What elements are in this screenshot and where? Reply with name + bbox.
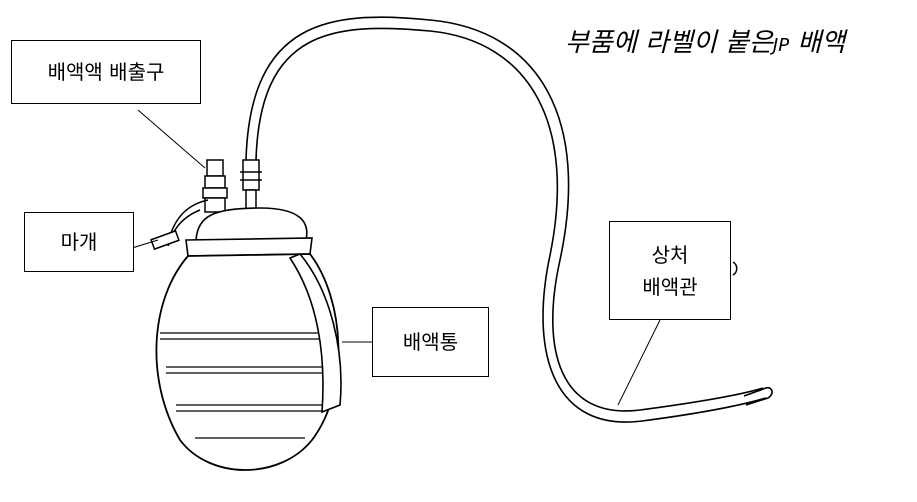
diagram-title: 부품에 라벨이 붙은JP 배액 <box>565 22 845 59</box>
label-wound-drain: 상처 배액관 <box>609 221 731 320</box>
label-reservoir-text: 배액통 <box>402 330 459 354</box>
title-suffix: 배액 <box>797 28 846 58</box>
leader-lines <box>131 109 661 406</box>
side-clip <box>732 261 738 276</box>
label-cap: 마개 <box>24 212 134 272</box>
bulb-strap <box>288 253 342 414</box>
label-wound-drain-line1: 상처 <box>651 242 689 267</box>
catheter-tip <box>743 386 773 406</box>
title-jp: JP <box>772 35 790 56</box>
bulb-collar <box>185 237 313 257</box>
label-wound-drain-line2: 배액관 <box>642 274 698 299</box>
bulb-dome <box>195 207 308 241</box>
label-drain-outlet: 배액액 배출구 <box>11 40 201 104</box>
drain-tubing <box>245 16 767 423</box>
outlet-port <box>202 159 228 213</box>
bulb-ridges <box>160 332 322 439</box>
tube-connector <box>240 159 262 213</box>
cap <box>150 199 209 251</box>
label-cap-text: 마개 <box>60 230 98 254</box>
title-text: 부품에 라벨이 붙은 <box>565 28 773 58</box>
label-reservoir: 배액통 <box>372 307 489 377</box>
label-drain-outlet-text: 배액액 배출구 <box>47 60 165 84</box>
bulb-body <box>155 253 340 471</box>
